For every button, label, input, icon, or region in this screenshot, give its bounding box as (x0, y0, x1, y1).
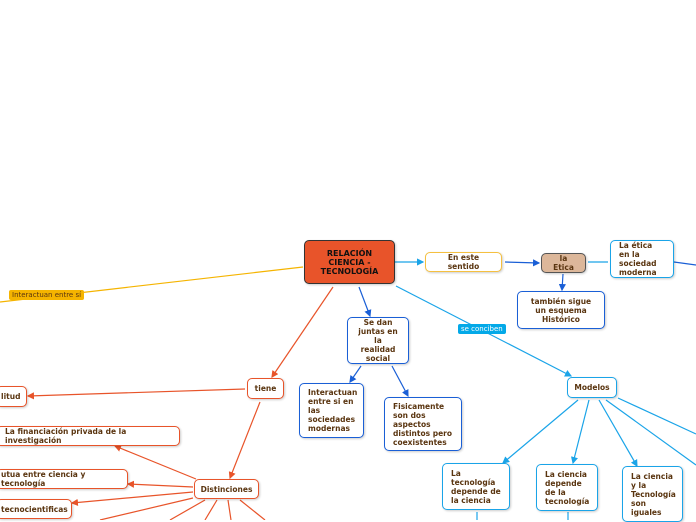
link-label-conciben: se conciben (458, 324, 506, 334)
node-la-etica[interactable]: la Etica (541, 253, 586, 273)
node-modelo-1[interactable]: La tecnología depende de la ciencia (442, 463, 510, 510)
node-se-dan-juntas[interactable]: Se dan juntas en la realidad social (347, 317, 409, 364)
node-etica-moderna[interactable]: La ética en la sociedad moderna (610, 240, 674, 278)
node-fisicamente[interactable]: Fisicamente son dos aspectos distintos p… (384, 397, 462, 451)
link-label-interactuan: Interactuan entre sí (9, 290, 85, 300)
node-mutua[interactable]: utua entre ciencia y tecnología (0, 469, 128, 489)
node-litud[interactable]: litud (0, 386, 27, 407)
node-tecnocientificas[interactable]: tecnocientificas (0, 499, 72, 519)
node-esquema-historico[interactable]: también sigue un esquema Histórico (517, 291, 605, 329)
node-modelos[interactable]: Modelos (567, 377, 617, 398)
node-interactuan[interactable]: Interactuan entre si en las sociedades m… (299, 383, 364, 438)
node-en-este-sentido[interactable]: En este sentido (425, 252, 502, 272)
node-distinciones[interactable]: Distinciones (194, 479, 259, 499)
node-financiacion[interactable]: La financiación privada de la investigac… (0, 426, 180, 446)
node-modelo-3[interactable]: La ciencia y la Tecnología son iguales (622, 466, 683, 522)
central-topic[interactable]: RELACIÓN CIENCIA - TECNOLOGÍA (304, 240, 395, 284)
node-modelo-2[interactable]: La ciencia depende de la tecnología (536, 464, 598, 511)
node-tiene[interactable]: tiene (247, 378, 284, 399)
